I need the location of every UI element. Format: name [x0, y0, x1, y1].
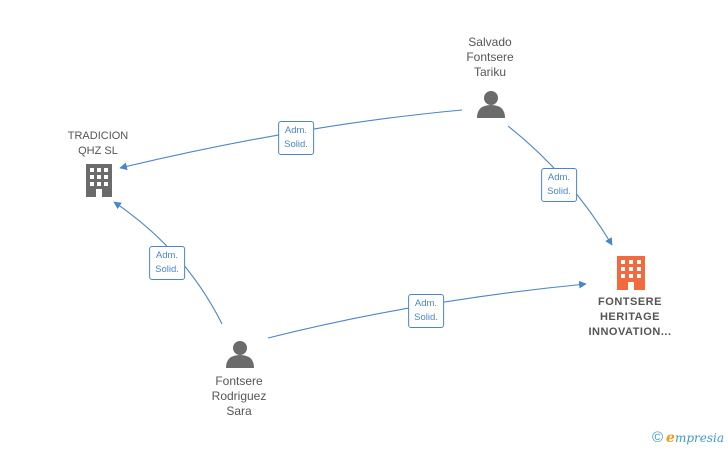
label-line: FONTSERE	[598, 296, 662, 308]
brand-initial: e	[666, 429, 675, 446]
edge-label-line: Adm.	[284, 125, 308, 136]
edge-label-salvado-heritage[interactable]: Adm. Solid.	[541, 168, 577, 202]
label-line: Rodriguez	[211, 389, 267, 403]
edge-label-line: Adm.	[155, 250, 179, 261]
label-line: QHZ SL	[78, 145, 118, 157]
edge-label-line: Adm.	[414, 298, 438, 309]
brand-rest: mpresia	[674, 430, 724, 445]
footer-brand[interactable]: © empresia	[652, 429, 724, 446]
person-icon[interactable]	[477, 91, 505, 118]
copyright-icon: ©	[651, 429, 664, 446]
edge-label-line: Solid.	[155, 264, 179, 275]
person-icon[interactable]	[226, 341, 254, 368]
edge-label-line: Solid.	[414, 312, 438, 323]
label-line: Tariku	[473, 65, 507, 79]
label-line: INNOVATION...	[588, 326, 672, 338]
label-line: Salvado	[468, 35, 512, 49]
edge-label-salvado-tradicion[interactable]: Adm. Solid.	[278, 121, 314, 155]
label-line: Fontsere	[466, 50, 514, 64]
node-label-tradicion[interactable]: TRADICION QHZ SL	[68, 129, 129, 159]
label-line: Sara	[226, 404, 252, 418]
building-icon-target[interactable]	[617, 256, 645, 290]
node-label-salvado[interactable]: Salvado Fontsere Tariku	[466, 35, 513, 80]
brand-logo: empresia	[666, 430, 724, 446]
label-line: TRADICION	[67, 130, 129, 142]
label-line: HERITAGE	[599, 311, 661, 323]
edge-label-sara-heritage[interactable]: Adm. Solid.	[408, 294, 444, 328]
node-label-fontsere-sara[interactable]: Fontsere Rodriguez Sara	[212, 374, 267, 419]
edge-label-line: Adm.	[547, 172, 571, 183]
label-line: Fontsere	[215, 374, 263, 388]
building-icon[interactable]	[86, 164, 112, 197]
node-label-fontsere-heritage[interactable]: FONTSERE HERITAGE INNOVATION...	[588, 295, 671, 340]
edge-label-line: Solid.	[284, 139, 308, 150]
edge-label-line: Solid.	[547, 186, 571, 197]
edge-label-sara-tradicion[interactable]: Adm. Solid.	[149, 246, 185, 280]
